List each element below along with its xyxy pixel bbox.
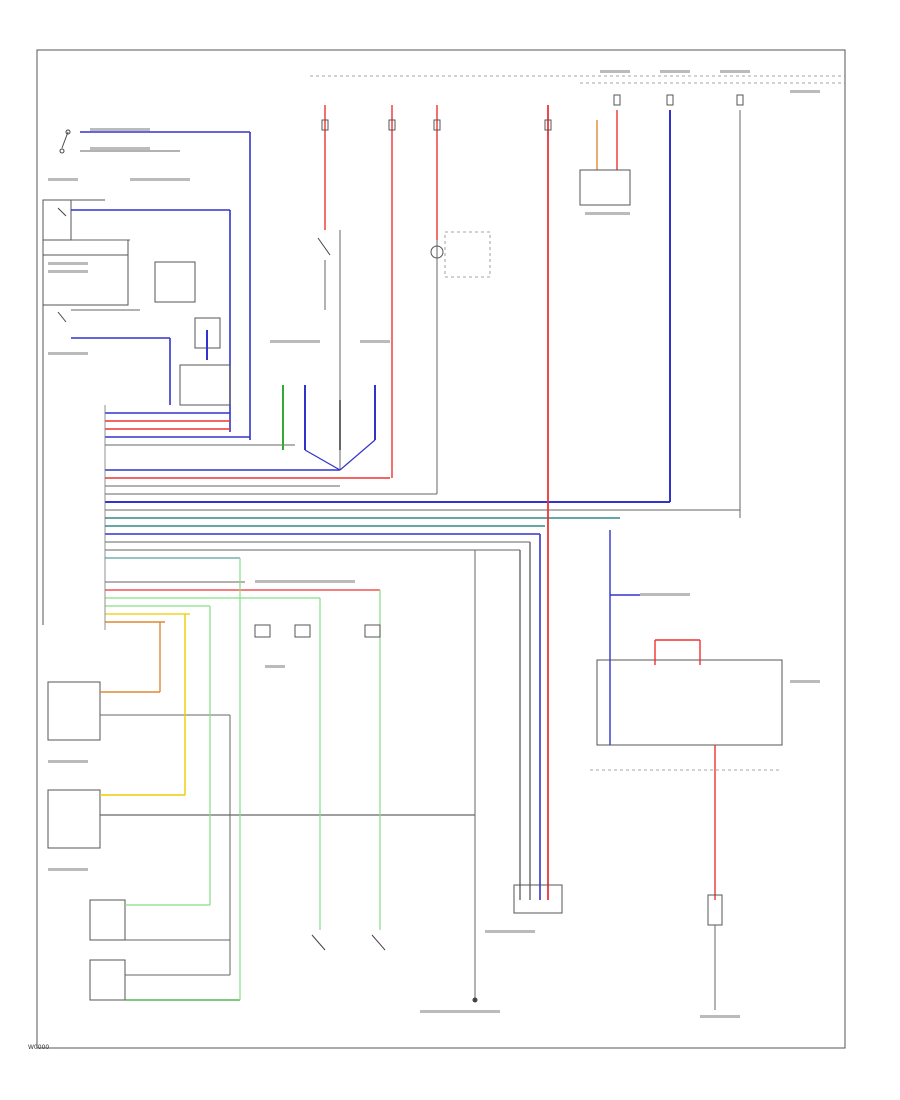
key-switch (42, 240, 196, 306)
hazard-relay (579, 169, 631, 206)
left-door-lock-actuator (47, 614, 475, 849)
data-link-connector (513, 534, 563, 914)
rear-door-switches (254, 590, 386, 951)
door-lock-switch (57, 309, 231, 406)
module-wires-upper (105, 412, 295, 446)
fuse-feeds (324, 105, 741, 900)
warning-buzzer (430, 231, 491, 320)
ground-wire (472, 550, 478, 1003)
label-placeholders (48, 70, 820, 1018)
diagram-code: W0000 (28, 1044, 50, 1051)
diagram-border (36, 49, 846, 1049)
trunk-switch (59, 129, 251, 440)
front-door-switches (89, 558, 241, 1001)
fuse-symbols (321, 94, 744, 131)
right-door-lock-actuator (47, 622, 230, 741)
module-wires-lower (105, 581, 380, 623)
right-fuse-box (590, 530, 783, 1010)
hood-switch (42, 199, 231, 432)
module-wires-middle (105, 469, 740, 559)
indicator-connectors (282, 385, 376, 471)
key-reminder-switch (317, 200, 341, 470)
